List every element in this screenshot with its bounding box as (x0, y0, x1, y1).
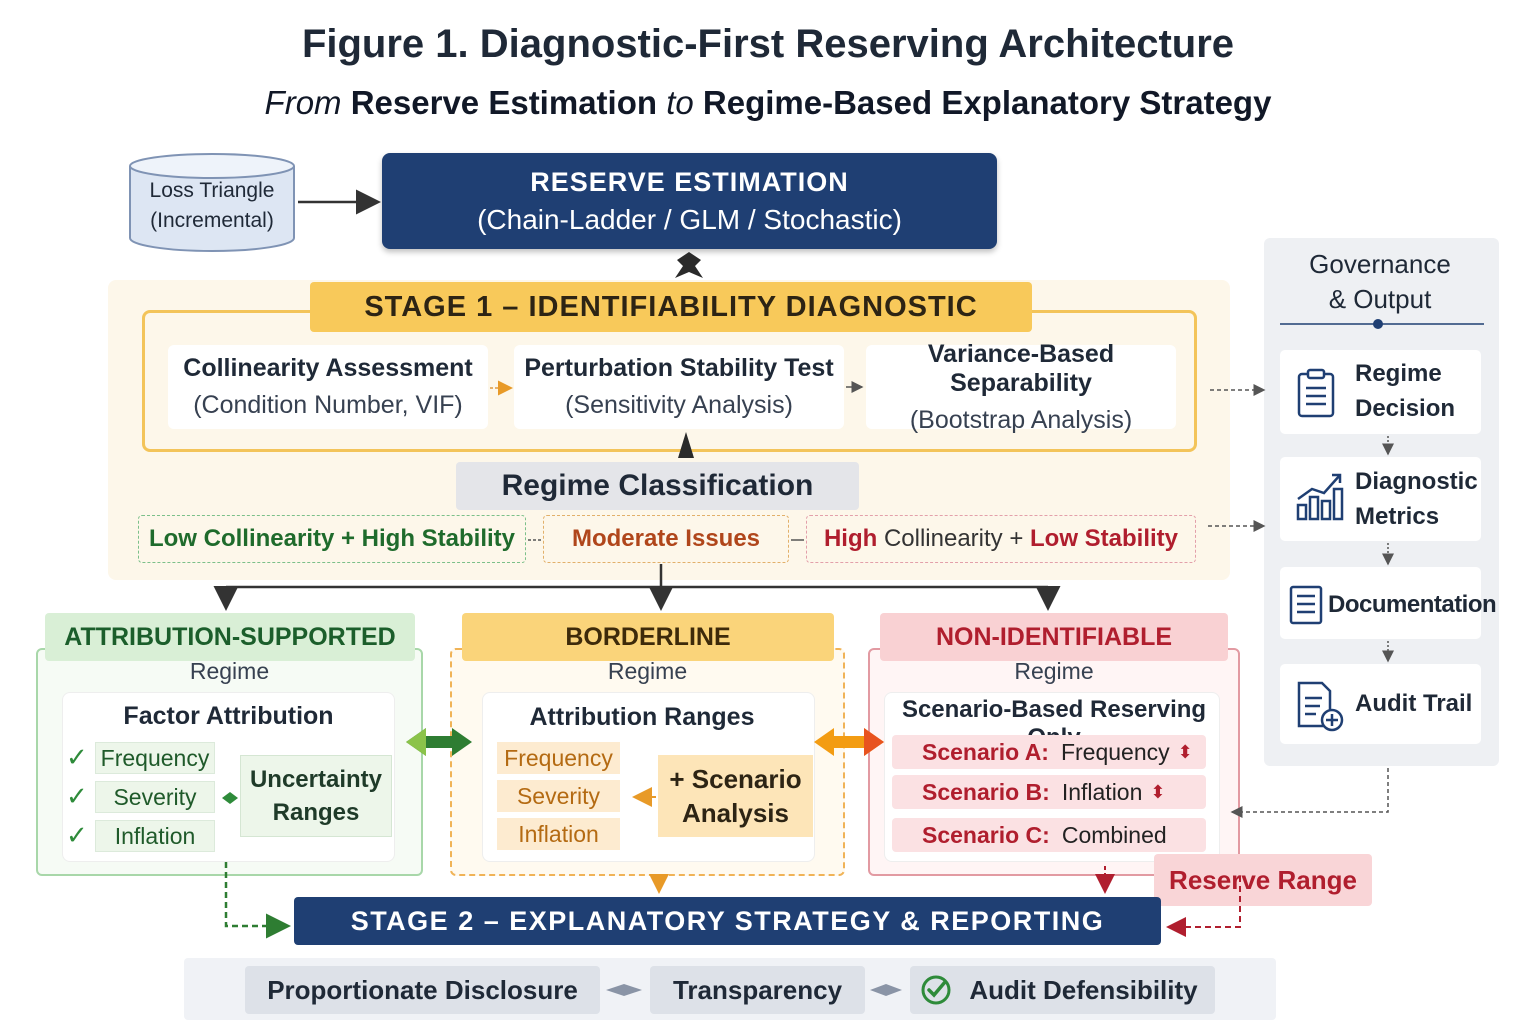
range-frequency: Frequency (497, 742, 620, 774)
factor-frequency: Frequency (95, 742, 215, 774)
up-down-arrow-icon: ⬍ (1177, 741, 1193, 762)
reserve-title: RESERVE ESTIMATION (530, 166, 849, 197)
reserve-range-badge: Reserve Range (1154, 854, 1372, 906)
scenario-b: Scenario B: Inflation ⬍ (892, 775, 1206, 809)
non-identifiable-header: NON-IDENTIFIABLE (880, 613, 1228, 661)
range-inflation: Inflation (497, 818, 620, 850)
scenario-analysis-box: + Scenario Analysis (658, 755, 813, 837)
regime-decision-card: Regime Decision (1280, 350, 1481, 434)
test-name: Perturbation Stability Test (524, 354, 834, 382)
class-low-collinearity: Low Collinearity + High Stability (138, 515, 526, 563)
figure-title: Figure 1. Diagnostic-First Reserving Arc… (301, 22, 1235, 66)
stage1-title: STAGE 1 – IDENTIFIABILITY DIAGNOSTIC (310, 282, 1032, 332)
clipboard-icon (1297, 368, 1335, 418)
gov-label: Regime Decision (1355, 356, 1455, 426)
scenario-analysis-line-1: + Scenario (669, 764, 802, 794)
up-down-arrow-icon: ⬍ (1150, 781, 1166, 802)
uncertainty-line-2: Ranges (272, 799, 360, 826)
check-icon: ✓ (66, 820, 88, 850)
audit-defensibility-pill: Audit Defensibility (910, 966, 1215, 1014)
class-high-c: Low Stability (1030, 525, 1179, 552)
range-severity: Severity (497, 780, 620, 812)
proportionate-disclosure-pill: Proportionate Disclosure (245, 966, 600, 1014)
subtitle-a: Reserve Estimation (350, 84, 658, 121)
governance-title-2: & Output (1328, 284, 1432, 314)
gov-label: Audit Trail (1355, 690, 1473, 717)
document-icon (1289, 585, 1323, 625)
scenario-a: Scenario A: Frequency ⬍ (892, 735, 1206, 769)
gov-label: Documentation (1328, 591, 1497, 618)
check-icon: ✓ (66, 742, 88, 772)
borderline-header: BORDERLINE (462, 613, 834, 661)
subtitle-to: to (666, 84, 694, 121)
uncertainty-ranges-box: Uncertainty Ranges (240, 755, 392, 837)
gov-label-line-1: Regime (1355, 360, 1442, 387)
figure-subtitle: From Reserve Estimation to Regime-Based … (0, 84, 1536, 122)
test-detail: (Condition Number, VIF) (193, 391, 463, 419)
scenario-key: Scenario C: (922, 821, 1050, 848)
factor-severity: Severity (95, 781, 215, 813)
gov-label-line-1: Diagnostic (1355, 468, 1478, 495)
attribution-supported-header: ATTRIBUTION-SUPPORTED (45, 613, 415, 661)
regime-label: Regime (607, 658, 688, 684)
reserve-estimation-box: RESERVE ESTIMATION (Chain-Ladder / GLM /… (382, 153, 997, 249)
class-moderate-issues: Moderate Issues (543, 515, 789, 563)
bar-chart-icon (1296, 473, 1344, 521)
regime-classification: Regime Classification (456, 462, 859, 510)
regime-label: Regime (1014, 658, 1094, 684)
diagnostic-metrics-card: Diagnostic Metrics (1280, 457, 1481, 541)
factor-attribution-title: Factor Attribution (123, 702, 334, 730)
check-circle-icon (921, 975, 951, 1005)
check-icon: ✓ (66, 781, 88, 811)
class-high-a: High (823, 525, 878, 552)
class-high-collinearity: High Collinearity + Low Stability (806, 515, 1196, 563)
scenario-key: Scenario A: (922, 738, 1049, 765)
gov-label-line-2: Metrics (1355, 503, 1440, 530)
arrow-governance-to-scenarios (1230, 768, 1389, 818)
governance-title: Governance & Output (1264, 247, 1496, 317)
collinearity-assessment-box: Collinearity Assessment (Condition Numbe… (168, 345, 488, 429)
reserve-methods: (Chain-Ladder / GLM / Stochastic) (477, 203, 902, 235)
scenario-c: Scenario C: Combined (892, 818, 1206, 852)
database-cylinder-icon (129, 153, 295, 252)
audit-trail-card: Audit Trail (1280, 664, 1481, 744)
documentation-card: Documentation (1280, 567, 1497, 639)
loss-triangle-label: Loss Triangle (Incremental) (128, 176, 296, 236)
subtitle-from: From (264, 84, 342, 121)
governance-title-1: Governance (1309, 249, 1451, 279)
scenario-value: Inflation (1061, 778, 1143, 805)
test-detail: (Sensitivity Analysis) (565, 391, 793, 419)
scenario-value: Frequency (1060, 738, 1170, 765)
test-detail: (Bootstrap Analysis) (909, 405, 1133, 434)
scenario-analysis-line-2: Analysis (682, 798, 789, 828)
gov-label-line-2: Decision (1355, 395, 1456, 422)
loss-line-1: Loss Triangle (149, 179, 275, 202)
subtitle-b: Regime-Based Explanatory Strategy (702, 84, 1272, 121)
scenario-value: Combined (1061, 821, 1167, 848)
regime-label: Regime (189, 658, 270, 684)
test-name: Variance-Based Separability (927, 339, 1115, 397)
attribution-ranges-title: Attribution Ranges (529, 703, 755, 731)
perturbation-stability-box: Perturbation Stability Test (Sensitivity… (514, 345, 844, 429)
stage2-title: STAGE 2 – EXPLANATORY STRATEGY & REPORTI… (294, 897, 1161, 945)
factor-inflation: Inflation (95, 820, 215, 852)
uncertainty-line-1: Uncertainty (249, 766, 383, 793)
loss-line-2: (Incremental) (150, 209, 274, 232)
variance-separability-box: Variance-Based Separability (Bootstrap A… (866, 340, 1176, 434)
transparency-pill: Transparency (650, 966, 865, 1014)
audit-file-icon (1297, 681, 1344, 732)
test-name: Collinearity Assessment (183, 354, 473, 382)
gov-label: Diagnostic Metrics (1355, 464, 1478, 534)
scenario-key: Scenario B: (922, 778, 1050, 805)
class-high-b: Collinearity + (877, 525, 1031, 552)
arrow-reserve-to-stage1 (675, 252, 703, 278)
